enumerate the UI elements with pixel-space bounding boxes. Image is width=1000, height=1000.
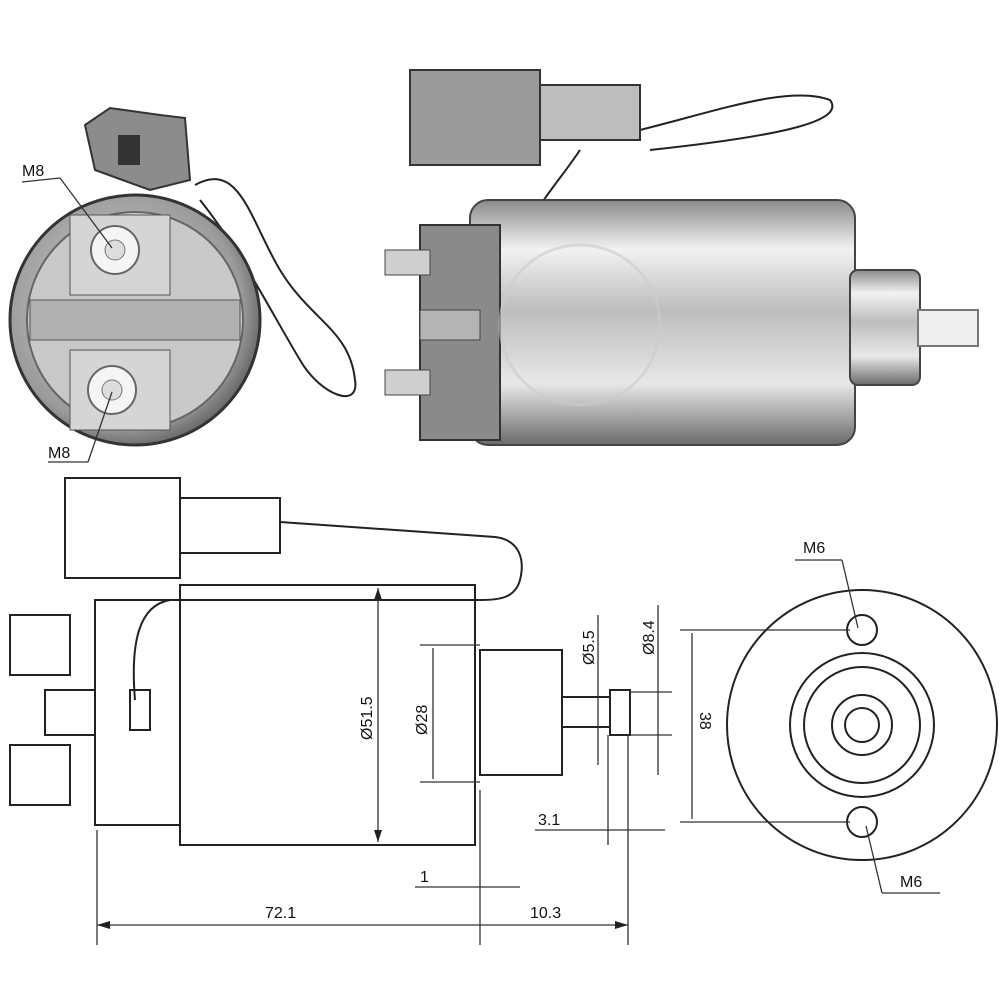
side-view-drawing: Ø51.5 Ø28 Ø5.5 Ø8.4 3.1 1 72.1 10.3 <box>9 477 672 945</box>
label-m8-top: M8 <box>22 163 44 180</box>
label-m6-bottom: M6 <box>900 874 922 891</box>
mounting-hole-top <box>846 614 878 646</box>
mounting-hole-bottom <box>846 806 878 838</box>
dim-tip-length: 3.1 <box>538 812 560 829</box>
dim-plunger-length: 10.3 <box>530 905 561 922</box>
dim-body-diameter: Ø51.5 <box>359 696 376 740</box>
front-view-drawing: 38 M6 M6 <box>680 540 998 894</box>
solenoid-back-photo: M8 M8 <box>8 106 357 463</box>
dim-flange: 1 <box>420 869 429 886</box>
label-m8-bottom: M8 <box>48 445 70 462</box>
dim-tip-diameter: Ø8.4 <box>641 620 658 655</box>
solenoid-side-photo <box>384 69 979 446</box>
dim-body-length: 72.1 <box>265 905 296 922</box>
dim-hole-spacing: 38 <box>696 712 713 730</box>
label-m6-top: M6 <box>803 540 825 557</box>
dim-cap-diameter: Ø28 <box>414 705 431 735</box>
dim-plunger-diameter: Ø5.5 <box>581 630 598 665</box>
